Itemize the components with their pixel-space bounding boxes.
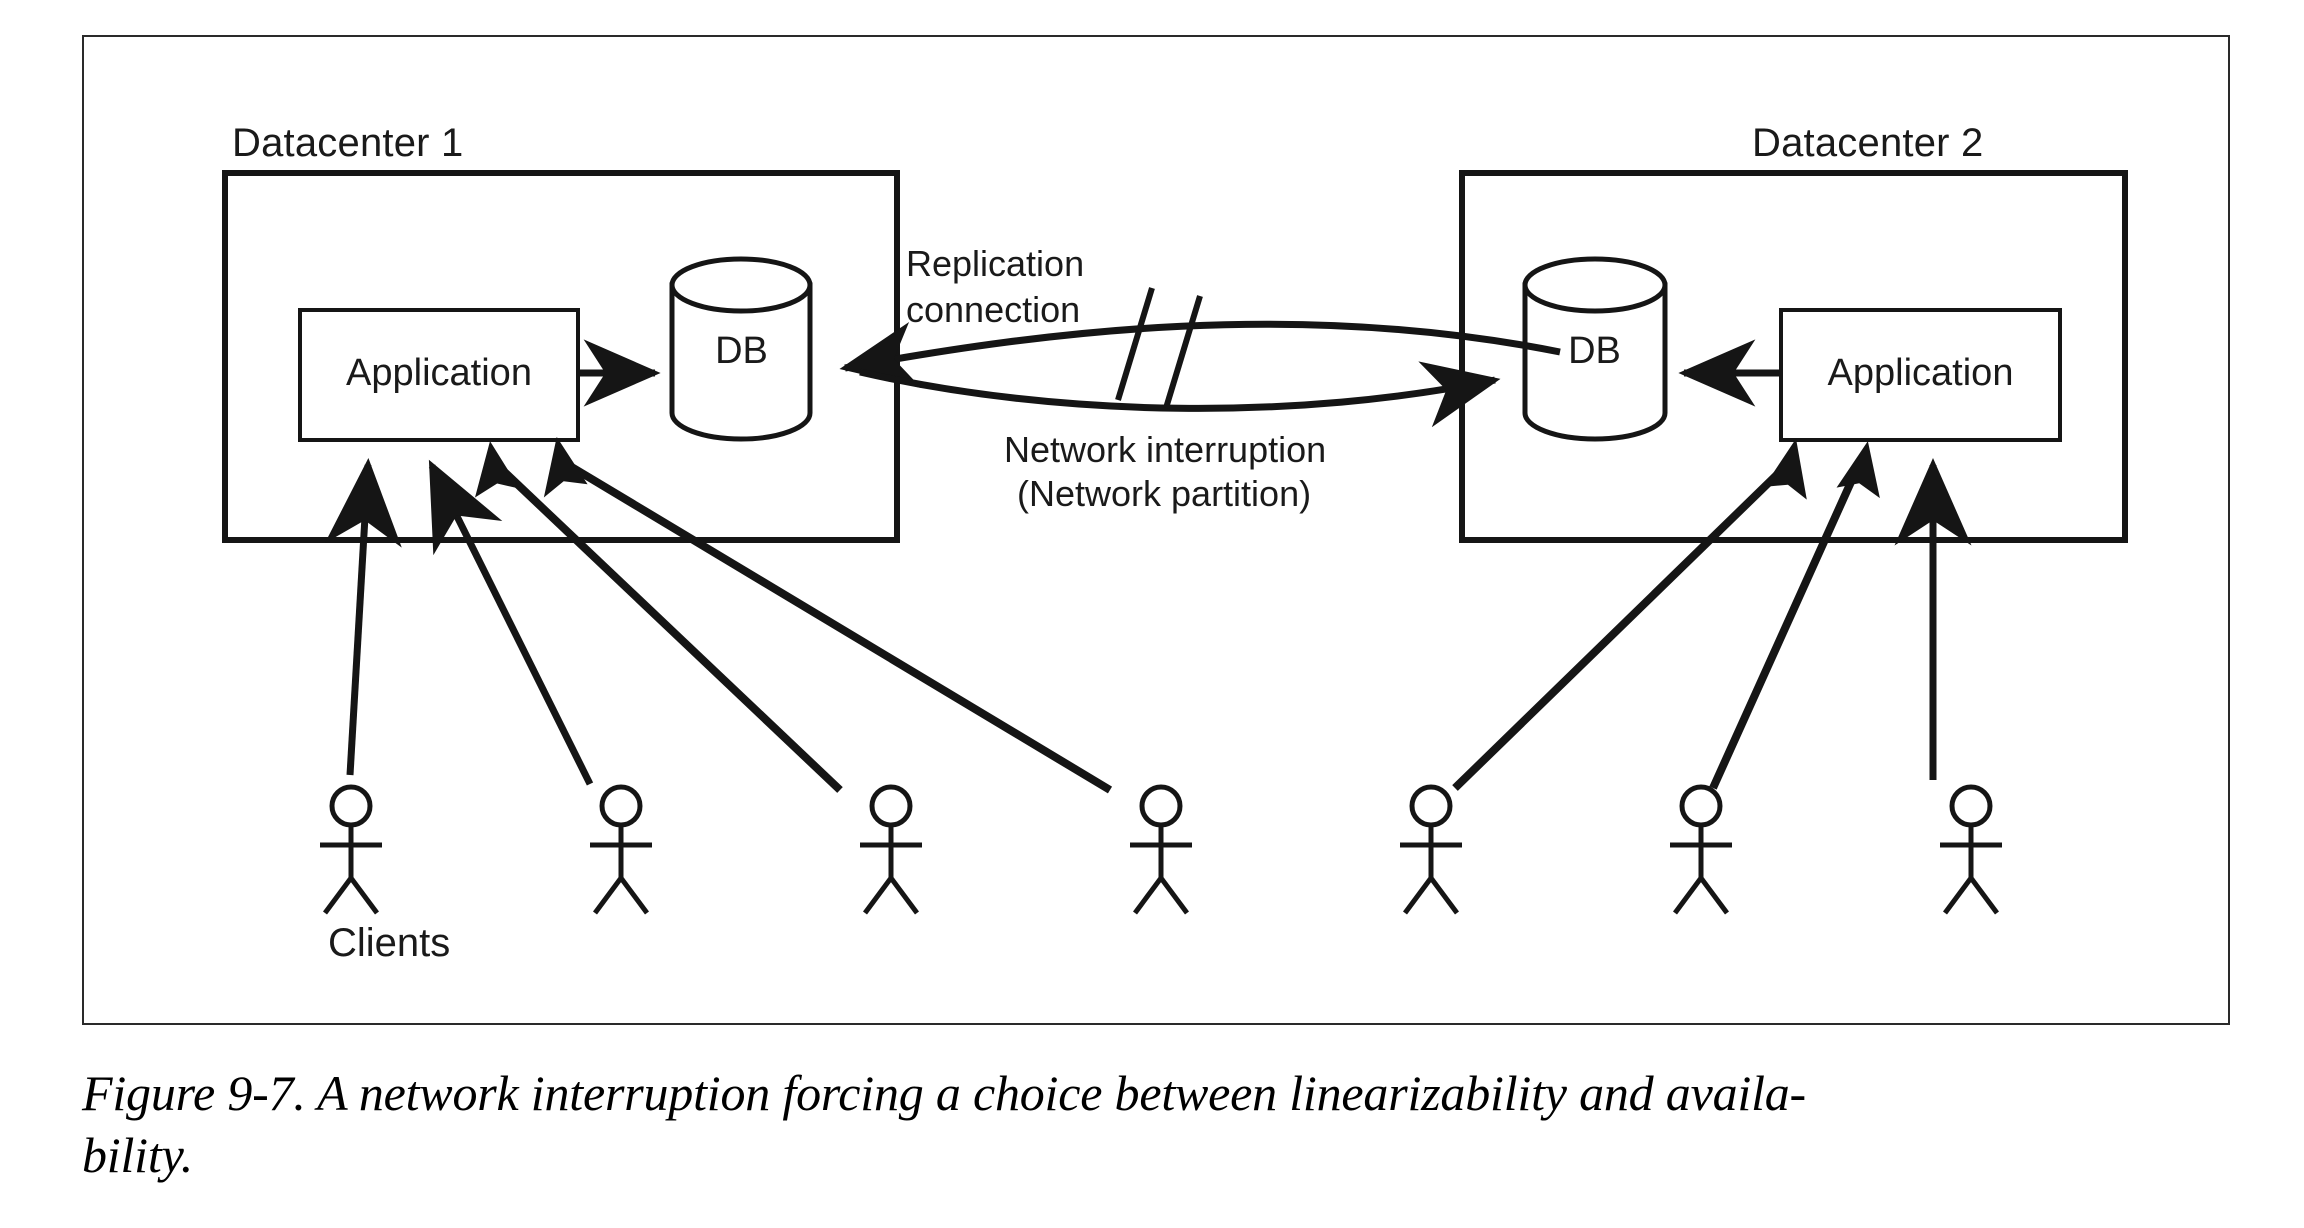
database1-label: DB bbox=[715, 330, 768, 372]
figure-caption-line1: Figure 9-7. A network interruption forci… bbox=[82, 1065, 1807, 1121]
clients-label: Clients bbox=[328, 921, 451, 965]
datacenter2-label: Datacenter 2 bbox=[1752, 121, 1984, 165]
network-partition-label-line2: (Network partition) bbox=[1017, 473, 1312, 514]
figure-caption: Figure 9-7. A network interruption forci… bbox=[82, 1062, 2262, 1186]
network-interruption-label-line1: Network interruption bbox=[1004, 429, 1327, 470]
datacenter1-label: Datacenter 1 bbox=[232, 121, 464, 165]
replication-label-line1: Replication bbox=[906, 243, 1085, 284]
figure-caption-line2: bility. bbox=[82, 1127, 194, 1183]
figure-frame bbox=[82, 35, 2230, 1025]
application2-label: Application bbox=[1827, 352, 2014, 394]
database2-label: DB bbox=[1568, 330, 1621, 372]
application1-label: Application bbox=[346, 352, 532, 394]
replication-label-line2: connection bbox=[906, 289, 1081, 330]
